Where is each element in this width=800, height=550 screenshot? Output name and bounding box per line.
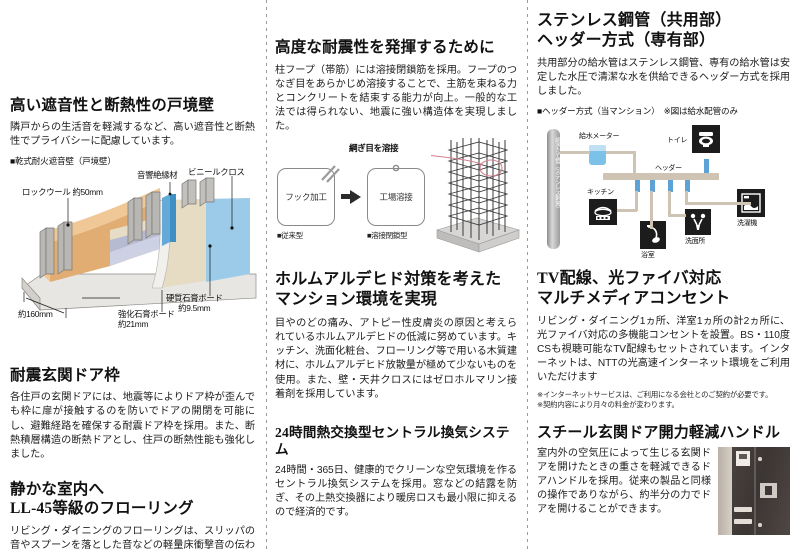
section-title: 高い遮音性と断熱性の戸境壁 [10, 97, 215, 114]
section-title-line1: 静かな室内へ [10, 480, 105, 498]
hoop-caption-welded: ■溶接閉鎖型 [367, 230, 408, 240]
label-bath: 浴室 [641, 251, 655, 259]
section-title-line2: ヘッダー方式（専有部） [537, 32, 716, 50]
door-key-card [736, 451, 750, 466]
section-body: 24時間・365日、健康的でクリーンな空気環境を作るセントラル換気システムを採用… [275, 464, 517, 519]
door-rivet-top [758, 457, 762, 461]
toilet-icon [692, 124, 720, 153]
door-handle-row: 室内外の空気圧によって生じる玄関ドアを開けたときの重さを軽減できるドアハンドルを… [537, 447, 790, 535]
section-title-line1: ホルムアルデヒド対策を考えた [275, 270, 502, 288]
section-door-handle: スチール玄関ドア開力軽減ハンドル 室内外の空気圧によって生じる玄関ドアを開けたと… [537, 424, 790, 535]
section-title: 高度な耐震性を発揮するために [275, 39, 495, 56]
section-soundproof-wall: 高い遮音性と断熱性の戸境壁 隣戸からの生活音を軽減するなど、高い遮音性と断熱性で… [10, 96, 257, 329]
section-ll45-flooring: 静かな室内へ LL-45等級のフローリング リビング・ダイニングのフローリングは… [10, 480, 255, 550]
door-lever-upper [734, 507, 752, 512]
figure-caption: ■ヘッダー方式（当マンション） ※図は給水配管のみ [537, 105, 738, 116]
door-jamb [718, 447, 732, 535]
stub-washroom [668, 179, 673, 192]
section-body: 柱フープ（帯筋）には溶接閉鎖筋を採用。フープのつなぎ目をあらかじめ溶接することで… [275, 64, 517, 132]
hook-mark-icon [321, 165, 340, 183]
column-middle: 高度な耐震性を発揮するために 柱フープ（帯筋）には溶接閉鎖筋を採用。フープのつな… [265, 0, 527, 550]
section-body: 共用部分の給水管はステンレス鋼管、専有の給水管は安定した水圧で清潔な水を供給でき… [537, 58, 790, 98]
section-title-line2: LL-45等級のフローリング [10, 500, 194, 518]
arrow-stem [341, 193, 350, 199]
label-riser: 給水たて管（ステンレス鋼管） [554, 136, 560, 211]
rebar-cage-svg [431, 137, 520, 253]
label-water-meter: 給水メーター [579, 132, 620, 140]
section-multimedia-outlet: TV配線、光ファイバ対応 マルチメディアコンセント リビング・ダイニング1ヵ所、… [537, 269, 790, 410]
label-washer: 洗濯機 [737, 219, 758, 227]
section-title-line2: マンション環境を実現 [275, 291, 438, 309]
column-right: ステンレス鋼管（共用部） ヘッダー方式（専有部） 共用部分の給水管はステンレス鋼… [527, 0, 800, 550]
pipe-meter-to-drop [606, 150, 636, 155]
kitchen-icon [589, 198, 617, 225]
washroom-icon [685, 208, 711, 235]
label-kitchen: キッチン [587, 188, 614, 196]
water-meter-icon [589, 144, 606, 165]
section-title: スチール玄関ドア開力軽減ハンドル [537, 425, 781, 442]
riser-pipe [547, 128, 560, 249]
stub-kitchen [635, 179, 640, 192]
hoop-caption-conventional: ■従来型 [277, 230, 303, 240]
pipe-bath-drop [650, 190, 654, 229]
pipe-kitchen-riser [635, 190, 639, 211]
label-vinyl-cross: ビニールクロス [188, 166, 245, 177]
label-wall-width: 約160mm [18, 308, 53, 319]
door-lever-lower [734, 519, 752, 524]
label-hard-gypsum-board: 硬質石膏ボード 約9.5mm [166, 292, 223, 313]
hoop-box-welded: 工場溶接 [367, 167, 425, 226]
label-header: ヘッダー [655, 164, 682, 172]
section-body: 目やのどの痛み、アトピー性皮膚炎の原因と考えられているホルムアルデヒドの低減に努… [275, 318, 517, 400]
column-divider-1 [266, 0, 267, 550]
door-seam [754, 447, 756, 535]
section-formaldehyde: ホルムアルデヒド対策を考えた マンション環境を実現 目やのどの痛み、アトピー性皮… [275, 270, 517, 402]
section-title: 耐震玄関ドア枠 [10, 366, 120, 384]
label-sound-insulator: 音響絶縁材 [137, 169, 178, 180]
pipe-to-washroom [668, 213, 686, 218]
door-photo [718, 447, 790, 535]
column-divider-2 [527, 0, 528, 550]
wall-cutaway-figure: ビニールクロス ロックウール 約50mm 音響絶縁材 硬質石膏ボード 約9.5m… [10, 166, 260, 329]
pipe-to-washer [685, 201, 751, 206]
column-left: 高い遮音性と断熱性の戸境壁 隣戸からの生活音を軽減するなど、高い遮音性と断熱性で… [0, 0, 265, 550]
door-handle-plate [760, 483, 777, 498]
label-washroom: 洗面所 [685, 237, 706, 245]
note-monthly-fee: ※契約内容により月々の料金が変わります。 [537, 400, 679, 410]
section-central-ventilation: 24時間熱交換型セントラル換気システム 24時間・365日、健康的でクリーンな空… [275, 424, 517, 521]
figure-caption: ■乾式耐火遮音壁（戸境壁） [10, 155, 116, 166]
label-toilet: トイレ [667, 136, 688, 144]
pipe-washer-drop [685, 190, 689, 205]
section-body: 隣戸からの生活音を軽減するなど、高い遮音性と断熱性でプライバシーに配慮しています… [10, 121, 255, 147]
note-internet-contract: ※インターネットサービスは、ご利用になる会社とのご契約が必要です。 [537, 390, 773, 400]
hoop-weld-figure: フック加工 ■従来型 工場溶接 ■溶接閉鎖型 綱ぎ目を溶接 [275, 137, 523, 258]
label-rockwool: ロックウール 約50mm [22, 186, 103, 197]
section-title-line2: マルチメディアコンセント [537, 289, 731, 307]
arrow-right-icon [350, 189, 361, 204]
section-body: 各住戸の玄関ドアには、地震等によりドア枠が歪んでも枠に扉が接触するのを防いでドア… [10, 392, 255, 460]
section-body: リビング・ダイニング1ヵ所、洋室1ヵ所の計2ヵ所に、光ファイバ対応の多機能コンセ… [537, 316, 790, 384]
label-weld-joint: 綱ぎ目を溶接 [349, 142, 399, 153]
section-title-line1: TV配線、光ファイバ対応 [537, 269, 722, 287]
stub-toilet [704, 158, 709, 173]
section-quake-door-frame: 耐震玄関ドア枠 各住戸の玄関ドアには、地震等によりドア枠が歪んでも枠に扉が接触す… [10, 366, 255, 462]
pipe-washroom-drop [668, 190, 672, 216]
section-title-line1: ステンレス鋼管（共用部） [537, 12, 732, 29]
pipe-to-kitchen [617, 208, 637, 213]
pipe-drop-to-header [633, 150, 637, 176]
section-title: 24時間熱交換型セントラル換気システム [275, 424, 510, 457]
stub-bath [650, 179, 655, 192]
wall-cutaway-svg [21, 175, 257, 318]
section-stainless-header-piping: ステンレス鋼管（共用部） ヘッダー方式（専有部） 共用部分の給水管はステンレス鋼… [537, 11, 790, 261]
plumbing-diagram: 給水たて管（ステンレス鋼管） 給水メーター ヘッダー [537, 121, 795, 261]
weld-dot-icon [392, 164, 400, 172]
pipe-riser-to-meter [560, 150, 590, 155]
label-reinforced-gypsum-board: 強化石膏ボード 約21mm [118, 308, 175, 329]
section-body: 室内外の空気圧によって生じる玄関ドアを開けたときの重さを軽減できるドアハンドルを… [537, 448, 711, 516]
section-seismic-hoop: 高度な耐震性を発揮するために 柱フープ（帯筋）には溶接閉鎖筋を採用。フープのつな… [275, 38, 520, 258]
header-manifold [603, 172, 719, 180]
stub-washer [685, 179, 690, 192]
door-rivet-bottom [758, 523, 762, 527]
section-body: リビング・ダイニングのフローリングは、スリッパの音やスプーンを落とした音などの軽… [10, 525, 255, 550]
